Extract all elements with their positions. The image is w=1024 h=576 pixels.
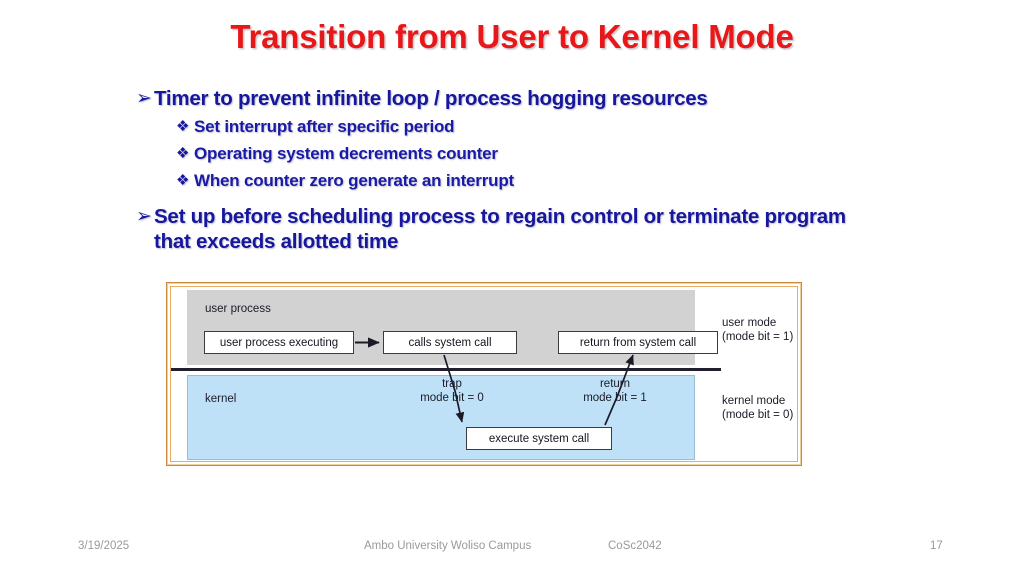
arrow-bullet-icon: ➢ (136, 206, 152, 227)
box-calls-system-call: calls system call (383, 331, 517, 354)
box-execute-system-call: execute system call (466, 427, 612, 450)
box-user-process-executing: user process executing (204, 331, 354, 354)
bullet-item-sub-2: ❖ Operating system decrements counter (176, 142, 866, 165)
diamond-bullet-icon: ❖ (176, 172, 190, 189)
diamond-bullet-icon: ❖ (176, 145, 190, 162)
bullet-item-sub-3: ❖ When counter zero generate an interrup… (176, 169, 866, 192)
bullet-item-primary-2: ➢ Set up before scheduling process to re… (136, 204, 866, 254)
return-arrow-label: return mode bit = 1 (560, 377, 670, 405)
user-process-band-label: user process (205, 303, 271, 315)
mode-divider-line (171, 368, 721, 371)
kernel-mode-label-line1: kernel mode (722, 395, 786, 407)
footer-page-number: 17 (930, 540, 943, 552)
user-mode-label-line2: (mode bit = 1) (722, 331, 794, 343)
trap-arrow-label: trap mode bit = 0 (397, 377, 507, 405)
mode-transition-figure: user process kernel user mode (mode bit … (166, 282, 802, 466)
bullet-text: Timer to prevent infinite loop / process… (154, 87, 708, 110)
kernel-mode-label: kernel mode (mode bit = 0) (722, 394, 793, 422)
figure-canvas: user process kernel user mode (mode bit … (171, 287, 797, 461)
bullet-text: When counter zero generate an interrupt (194, 171, 514, 190)
bullet-list: ➢ Timer to prevent infinite loop / proce… (136, 86, 866, 258)
figure-inner-border: user process kernel user mode (mode bit … (170, 286, 798, 462)
arrow-bullet-icon: ➢ (136, 88, 152, 109)
bullet-text: Operating system decrements counter (194, 144, 498, 163)
footer-organization: Ambo University Woliso Campus (364, 540, 532, 552)
box-return-from-system-call: return from system call (558, 331, 718, 354)
diamond-bullet-icon: ❖ (176, 118, 190, 135)
kernel-mode-label-line2: (mode bit = 0) (722, 409, 794, 421)
user-mode-label: user mode (mode bit = 1) (722, 316, 793, 344)
bullet-spacer (136, 192, 866, 204)
bullet-item-primary-1: ➢ Timer to prevent infinite loop / proce… (136, 86, 866, 111)
page-title: Transition from User to Kernel Mode (230, 18, 794, 55)
return-label-line2: mode bit = 1 (583, 392, 647, 404)
bullet-text: Set up before scheduling process to rega… (154, 205, 846, 253)
return-label-line1: return (599, 378, 631, 390)
kernel-band-label: kernel (205, 393, 237, 405)
footer-course-code: CoSc2042 (608, 540, 662, 552)
user-mode-label-line1: user mode (722, 317, 777, 329)
footer-date: 3/19/2025 (78, 540, 130, 552)
bullet-item-sub-1: ❖ Set interrupt after specific period (176, 115, 866, 138)
trap-label-line2: mode bit = 0 (420, 392, 484, 404)
bullet-text: Set interrupt after specific period (194, 117, 455, 136)
slide-footer: 3/19/2025 Ambo University Woliso Campus … (0, 540, 1024, 560)
trap-label-line1: trap (442, 378, 462, 390)
